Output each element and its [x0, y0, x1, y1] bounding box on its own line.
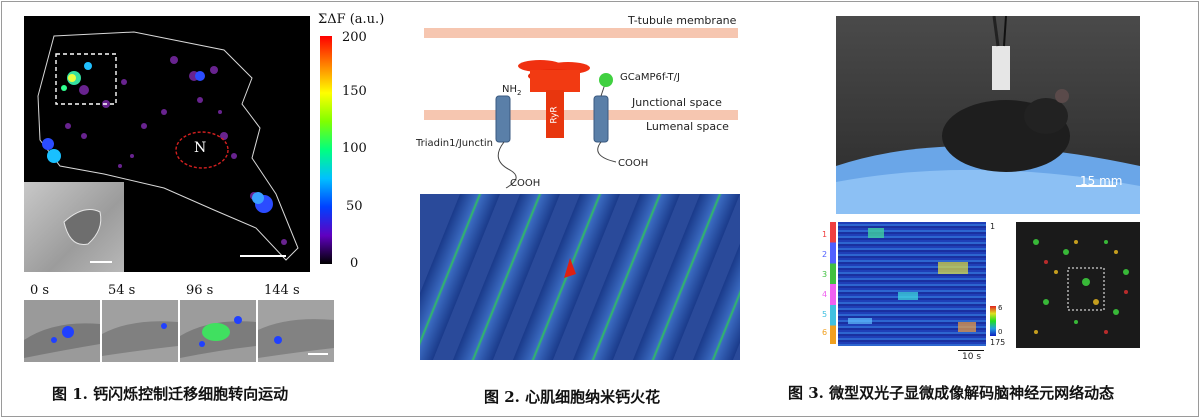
time-frame-3 [180, 300, 256, 362]
junctin-protein [593, 95, 609, 143]
nucleus-label: N [194, 140, 207, 156]
t-tubule-membrane-band [424, 28, 738, 38]
cooh-left-label: COOH [510, 178, 541, 189]
figure1-panel: N [24, 16, 310, 272]
cooh-right-label: COOH [618, 158, 649, 169]
spark-peak [564, 258, 576, 278]
nucleus-ellipse [175, 131, 229, 169]
mouse-photo: 15 mm [836, 16, 1140, 214]
gcamp-label: GCaMP6f-T/J [620, 72, 680, 83]
ryr-head [530, 70, 580, 92]
heatmap-scale-bottom: 0 [998, 328, 1003, 336]
brightfield-inset [24, 182, 124, 272]
nano-spark-surface [420, 194, 740, 360]
time-label-0: 0 s [30, 283, 50, 298]
activity-heatmap [838, 222, 986, 346]
heatmap-scale-top: 6 [998, 304, 1003, 312]
row-label-5: 5 [822, 310, 828, 319]
ryr-label: RyR [549, 106, 560, 124]
heatmap-top-label: 1 [990, 222, 996, 231]
ryr-stalk [546, 90, 564, 138]
triadin-tail [497, 141, 517, 189]
time-scale-label: 10 s [962, 352, 982, 362]
triadin-label: Triadin1/Junctin [416, 138, 494, 149]
t-tubule-label: T-tubule membrane [628, 14, 737, 27]
gcamp-sensor [599, 73, 613, 87]
calcium-speckles [65, 56, 287, 245]
row-label-2: 2 [822, 250, 828, 259]
nh-subscript: 2 [517, 89, 522, 97]
heatmap-bottom-label: 175 [990, 338, 1006, 347]
row-label-1: 1 [822, 230, 828, 239]
time-frame-2 [102, 300, 178, 362]
lumenal-label: Lumenal space [646, 120, 729, 133]
row-color-strip [830, 222, 836, 344]
colorbar [320, 36, 332, 264]
photo-scale-label: 15 mm [1080, 174, 1123, 188]
colorbar-title: ΣΔF (a.u.) [318, 12, 385, 27]
junctional-label: Junctional space [632, 96, 722, 109]
row-label-4: 4 [822, 290, 828, 299]
time-frame-1 [24, 300, 100, 362]
calcium-hotspots [42, 71, 273, 213]
row-label-3: 3 [822, 270, 828, 279]
sr-membrane-band [424, 110, 738, 120]
mouse-head [1024, 98, 1068, 134]
figure2-schematic [420, 10, 740, 190]
triadin-protein [495, 95, 511, 143]
time-frame-4 [258, 300, 334, 362]
calcium-flicker-image [37, 31, 299, 261]
colorbar-tick-200: 200 [342, 30, 367, 45]
row-label-6: 6 [822, 328, 828, 337]
miniscope [992, 46, 1010, 90]
colorbar-tick-100: 100 [342, 141, 367, 156]
time-label-54: 54 s [108, 283, 136, 298]
colorbar-tick-150: 150 [342, 84, 367, 99]
time-label-96: 96 s [186, 283, 214, 298]
time-label-144: 144 s [264, 283, 300, 298]
bright-spots [61, 62, 92, 91]
figure2-caption: 图 2. 心肌细胞纳米钙火花 [484, 388, 661, 406]
nh2-label: NH2 [502, 84, 521, 97]
neuron-field-image [1016, 222, 1140, 348]
time-scale-bar [958, 350, 984, 351]
roi-box [55, 53, 117, 105]
figure1-caption: 图 1. 钙闪烁控制迁移细胞转向运动 [52, 385, 289, 403]
nh-text: NH [502, 84, 517, 95]
figure3-caption: 图 3. 微型双光子显微成像解码脑神经元网络动态 [788, 384, 1115, 402]
colorbar-tick-0: 0 [350, 256, 359, 271]
heatmap-colorbar [990, 306, 996, 336]
colorbar-tick-50: 50 [346, 199, 363, 214]
